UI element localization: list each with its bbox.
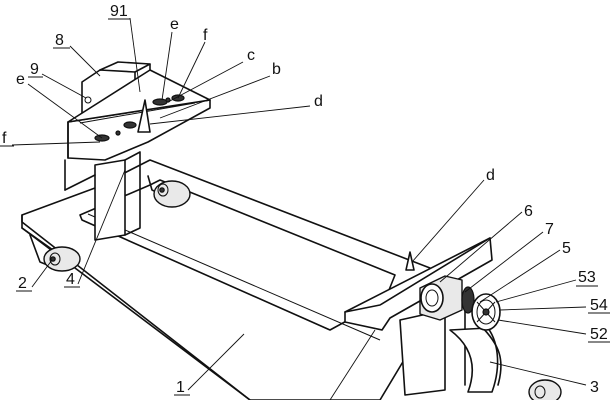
leader-52 [497, 319, 587, 335]
label-2: 2 [18, 275, 27, 292]
motor-end [420, 283, 444, 313]
leader-4 [77, 169, 126, 285]
v-plate-inner-line [79, 102, 196, 124]
label-53: 53 [578, 269, 596, 286]
label-52: 52 [590, 326, 608, 343]
leader-6 [439, 211, 523, 283]
reference-labels: 91 e f c b d 8 9 e f 4 2 1 d 6 7 5 53 54… [0, 3, 610, 396]
leader-e-top [161, 31, 173, 101]
label-5: 5 [562, 240, 571, 257]
box-screw [84, 96, 92, 104]
leader-8 [69, 45, 101, 77]
leader-7 [464, 231, 544, 293]
motor-assembly [419, 275, 501, 331]
label-d-top: d [314, 93, 323, 110]
wheel-hub [49, 252, 61, 266]
leader-1 [187, 333, 245, 391]
leader-b [159, 75, 271, 119]
leader-91 [129, 17, 141, 93]
leader-9 [41, 73, 87, 99]
v-plate-right-top [344, 237, 491, 313]
frame-inner-edge-2 [87, 213, 381, 341]
label-d-right: d [486, 167, 495, 184]
label-e-left: e [16, 71, 25, 88]
label-54: 54 [590, 297, 608, 314]
label-9: 9 [30, 61, 39, 78]
post-brace [64, 174, 96, 191]
label-b: b [272, 61, 281, 78]
leader-f-top [177, 41, 206, 99]
leader-c [167, 61, 244, 103]
post-front [94, 159, 126, 241]
motor-end-inner [425, 289, 439, 307]
cone-pin-right [405, 251, 415, 271]
label-f-left: f [2, 130, 7, 147]
leader-e-left [27, 83, 103, 139]
handwheel-hub [482, 308, 490, 316]
label-6: 6 [524, 203, 533, 220]
cone-pin [137, 99, 151, 133]
wheel-axle [159, 187, 165, 193]
left-support-post [64, 151, 141, 241]
leader-d-right [411, 179, 485, 263]
wheel-front-right [528, 379, 562, 400]
clamp-c [152, 98, 168, 106]
leader-f-left [11, 141, 101, 146]
label-91: 91 [110, 3, 128, 20]
label-f-top: f [203, 27, 208, 44]
stand-front [399, 309, 446, 396]
label-3: 3 [590, 379, 599, 396]
leader-bottom [329, 329, 376, 400]
bolt [115, 130, 121, 136]
leader-3 [489, 361, 587, 386]
label-4: 4 [66, 271, 75, 288]
post-side [124, 151, 141, 236]
coupling [461, 286, 475, 314]
wheel-front-left [29, 234, 81, 272]
label-8: 8 [55, 32, 64, 49]
label-c: c [247, 47, 255, 64]
wheel-rear-left [147, 175, 191, 208]
leader-2 [31, 259, 53, 288]
handwheel-inner [476, 299, 496, 325]
left-v-plate [67, 69, 211, 161]
right-v-plate [344, 237, 493, 331]
leader-d-top [149, 105, 311, 125]
leader-lines [11, 17, 587, 400]
leader-53 [495, 279, 577, 303]
label-7: 7 [545, 221, 554, 238]
v-plate-back [67, 69, 211, 123]
curved-arm [449, 327, 499, 393]
label-1: 1 [176, 379, 185, 396]
box-top [99, 61, 151, 73]
wheel-tire [43, 246, 81, 272]
clamp-b [123, 121, 137, 129]
wheel-hub [157, 183, 169, 197]
base-frame [21, 159, 441, 400]
leader-5 [479, 249, 561, 303]
label-e-top: e [170, 16, 179, 33]
frame-inner-edge [81, 219, 331, 331]
wheel-hub [534, 385, 546, 399]
leader-54 [499, 306, 587, 311]
